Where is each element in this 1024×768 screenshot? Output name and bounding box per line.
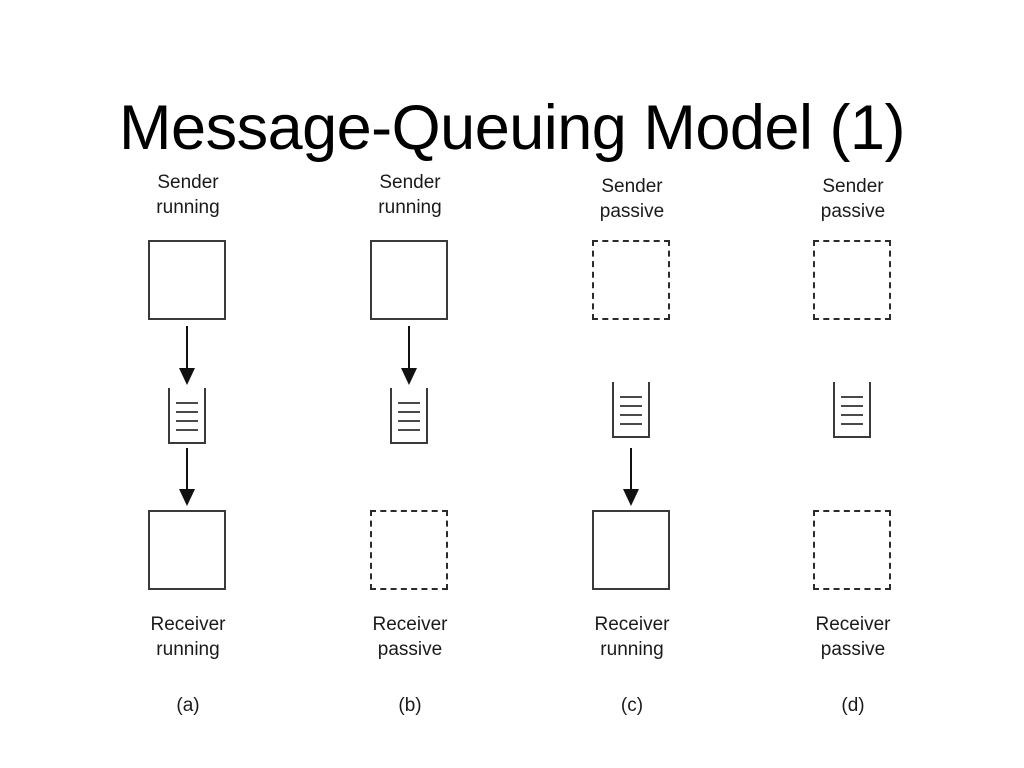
arrow-shaft [186, 448, 188, 492]
queue-message-lines [398, 402, 420, 431]
receiver-process-box-a [148, 510, 226, 590]
arrow-head-down-icon [623, 489, 639, 506]
subfigure-label-a: (a) [176, 695, 200, 716]
receiver-caption-d: Receiver passive [815, 614, 891, 660]
subfigure-label-c: (c) [620, 695, 644, 716]
receiver-caption-c: Receiver running [594, 614, 670, 660]
diagram-column-a: Sender running Receiver running (a) [88, 160, 288, 740]
arrow-head-down-icon [401, 368, 417, 385]
message-queue-icon-d [833, 382, 871, 438]
sender-process-box-b [370, 240, 448, 320]
page-title: Message-Queuing Model (1) [119, 93, 905, 164]
sender-process-box-d [813, 240, 891, 320]
sender-caption-b: Sender running [378, 172, 442, 218]
diagram-column-b: Sender running Receiver passive (b) [310, 160, 510, 740]
sender-process-box-c [592, 240, 670, 320]
queue-message-lines [620, 396, 642, 425]
message-queuing-diagram: Sender running Receiver running (a) Send… [0, 160, 1024, 740]
subfigure-label-d: (d) [841, 695, 865, 716]
receiver-process-box-b [370, 510, 448, 590]
message-queue-icon-a [168, 388, 206, 444]
diagram-column-c: Sender passive Receiver running (c) [532, 160, 732, 740]
arrow-head-down-icon [179, 489, 195, 506]
message-queue-icon-c [612, 382, 650, 438]
receiver-process-box-c [592, 510, 670, 590]
sender-caption-c: Sender passive [599, 176, 665, 222]
arrow-shaft [186, 326, 188, 371]
arrow-head-down-icon [179, 368, 195, 385]
receiver-caption-a: Receiver running [150, 614, 226, 660]
queue-message-lines [176, 402, 198, 431]
receiver-process-box-d [813, 510, 891, 590]
sender-caption-d: Sender passive [820, 176, 886, 222]
sender-caption-a: Sender running [156, 172, 220, 218]
subfigure-label-b: (b) [398, 695, 422, 716]
arrow-shaft [630, 448, 632, 492]
queue-message-lines [841, 396, 863, 425]
diagram-column-d: Sender passive Receiver passive (d) [753, 160, 953, 740]
message-queue-icon-b [390, 388, 428, 444]
receiver-caption-b: Receiver passive [372, 614, 448, 660]
sender-process-box-a [148, 240, 226, 320]
arrow-shaft [408, 326, 410, 371]
